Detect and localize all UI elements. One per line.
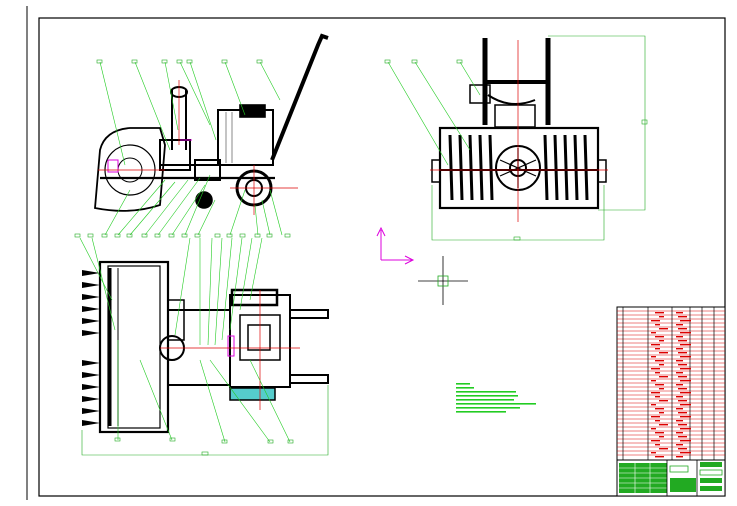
parts-list-cell-text — [680, 356, 691, 358]
front-view — [430, 38, 608, 222]
parts-list-cell-text — [651, 404, 656, 406]
parts-list-cell-text — [651, 440, 660, 442]
parts-list-cell-text — [678, 412, 687, 414]
parts-list-cell-text — [651, 392, 660, 394]
ucs-axis-icon — [376, 226, 415, 265]
technical-notes — [456, 383, 536, 413]
parts-list-cell-text — [678, 424, 687, 426]
parts-list-cell-text — [655, 312, 664, 314]
parts-list-cell-text — [659, 340, 664, 342]
parts-list-cell-text — [680, 320, 691, 322]
parts-list-cell-text — [680, 428, 691, 430]
front-view-leaders — [384, 59, 481, 166]
parts-list-cell-text — [659, 388, 664, 390]
parts-list-cell-text — [676, 444, 683, 446]
side-view-leaders — [99, 61, 283, 236]
top-view — [82, 260, 329, 434]
parts-list-cell-text — [678, 352, 687, 354]
parts-list-cell-text — [659, 316, 664, 318]
top-view-dimensions — [81, 385, 329, 456]
parts-list-cell-text — [680, 416, 691, 418]
parts-list-cell-text — [651, 428, 656, 430]
parts-list-cell-text — [651, 320, 660, 322]
parts-list-cell-text — [676, 384, 683, 386]
parts-list-cell-text — [659, 328, 668, 330]
parts-list-cell-text — [659, 364, 664, 366]
parts-list-cell-text — [680, 452, 691, 454]
parts-list-cell-text — [655, 456, 664, 458]
parts-list-cell-text — [676, 372, 683, 374]
parts-list-cell-text — [655, 384, 664, 386]
parts-list-cell-text — [659, 400, 668, 402]
parts-list-cell-text — [676, 420, 683, 422]
parts-list-cell-text — [651, 332, 656, 334]
parts-list-cell-text — [680, 344, 691, 346]
parts-list-cell-text — [678, 448, 687, 450]
parts-list-cell-text — [659, 412, 664, 414]
parts-list-cell-text — [655, 324, 660, 326]
parts-list-cell-text — [676, 348, 683, 350]
parts-list-cell-text — [678, 340, 687, 342]
side-view-label-tags — [74, 59, 291, 238]
side-view — [94, 33, 329, 215]
parts-list-cell-text — [676, 396, 683, 398]
parts-list-cell-text — [680, 368, 691, 370]
parts-list-cell-text — [676, 432, 683, 434]
parts-list-cell-text — [678, 388, 687, 390]
parts-list-cell-text — [659, 376, 668, 378]
parts-list-cell-text — [651, 344, 660, 346]
parts-list-cell-text — [651, 380, 656, 382]
parts-list-cell-text — [655, 348, 660, 350]
front-view-dimensions — [431, 35, 648, 241]
parts-list-cell-text — [659, 448, 668, 450]
parts-list-cell-text — [651, 356, 656, 358]
parts-list-cell-text — [655, 444, 660, 446]
parts-list-cell-text — [676, 324, 683, 326]
parts-list-cell-text — [651, 416, 660, 418]
parts-list-table — [616, 306, 726, 461]
top-view-leaders — [79, 237, 291, 443]
parts-list-cell-text — [655, 336, 664, 338]
parts-list-cell-text — [655, 360, 664, 362]
parts-list-cell-text — [659, 436, 664, 438]
parts-list-cell-text — [676, 312, 683, 314]
parts-list-cell-text — [651, 368, 660, 370]
parts-list-cell-text — [680, 440, 691, 442]
parts-list-cell-text — [676, 456, 683, 458]
parts-list-cell-text — [659, 352, 668, 354]
parts-list-cell-text — [680, 380, 691, 382]
parts-list-cell-text — [659, 424, 668, 426]
parts-list-cell-text — [655, 420, 660, 422]
parts-list-cell-text — [678, 316, 687, 318]
parts-list-cell-text — [676, 336, 683, 338]
parts-list-cell-text — [678, 400, 687, 402]
sheet-frame — [26, 6, 726, 500]
parts-list-cell-text — [678, 436, 687, 438]
parts-list-cell-text — [676, 408, 683, 410]
parts-list-cell-text — [680, 392, 691, 394]
parts-list-cell-text — [655, 432, 664, 434]
title-block — [616, 459, 726, 497]
parts-list-cell-text — [655, 408, 664, 410]
parts-list-cell-text — [678, 364, 687, 366]
crosshair-cursor-icon[interactable] — [418, 256, 468, 305]
parts-list-cell-text — [655, 396, 660, 398]
parts-list-cell-text — [680, 332, 691, 334]
parts-list-cell-text — [655, 372, 660, 374]
parts-list-cell-text — [678, 328, 687, 330]
parts-list-cell-text — [680, 404, 691, 406]
parts-list-cell-text — [678, 376, 687, 378]
parts-list-cell-text — [676, 360, 683, 362]
parts-list-cell-text — [651, 452, 656, 454]
